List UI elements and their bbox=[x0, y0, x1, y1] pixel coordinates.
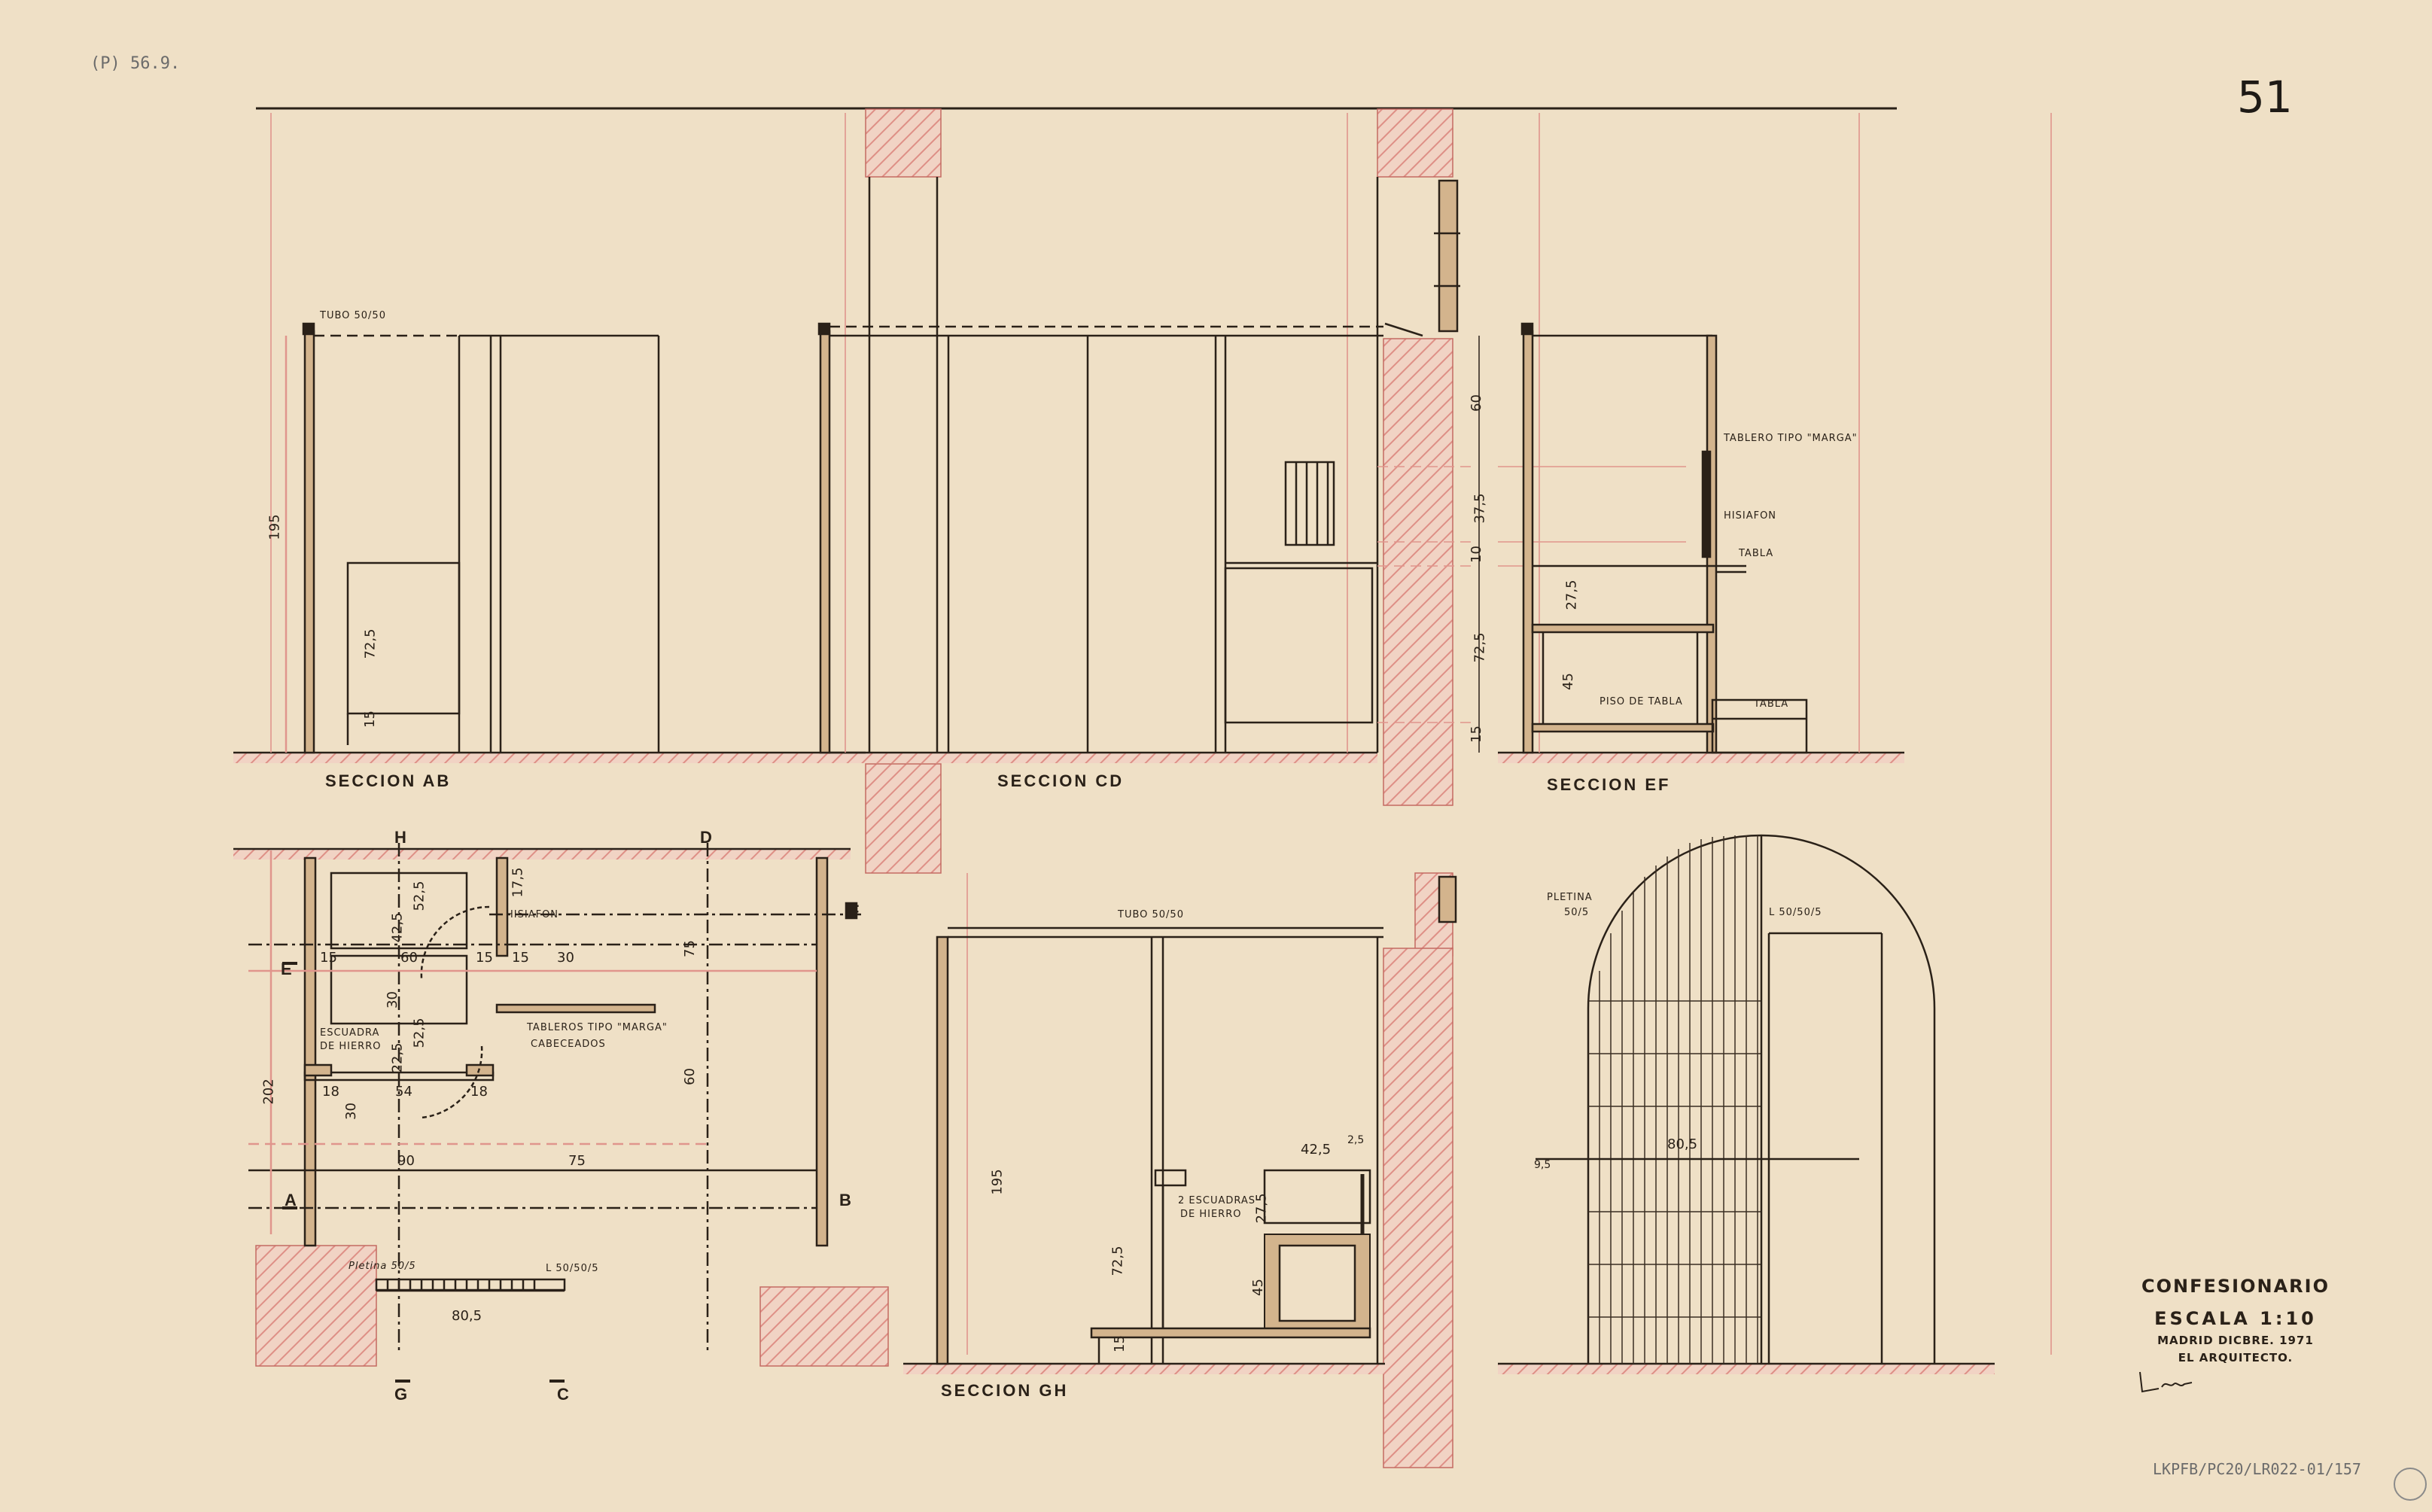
dim-plan-90: 90 bbox=[397, 1153, 415, 1169]
dim-gh-27-5: 27,5 bbox=[1253, 1193, 1270, 1224]
dim-cd-15: 15 bbox=[1468, 726, 1484, 743]
section-ef-drawing bbox=[1520, 322, 1808, 754]
mark-b: B bbox=[839, 1191, 854, 1209]
dim-gh-72-5: 72,5 bbox=[1109, 1246, 1126, 1276]
dim-plan-30a: 30 bbox=[557, 950, 574, 966]
archive-ref-bottom: LKPFB/PC20/LR022-01/157 bbox=[2153, 1460, 2361, 1478]
plan-bars bbox=[375, 1278, 566, 1291]
dim-elev-9-5: 9,5 bbox=[1534, 1159, 1551, 1171]
mark-a: A bbox=[285, 1191, 299, 1209]
note-tabla-ef: TABLA bbox=[1739, 548, 1774, 559]
dim-plan-60b: 60 bbox=[681, 1068, 698, 1085]
section-gh-title: SECCION GH bbox=[941, 1381, 1069, 1400]
dim-plan-52-5a: 52,5 bbox=[411, 881, 428, 911]
section-ab-title: SECCION AB bbox=[325, 771, 452, 790]
note-piso-de-tabla: PISO DE TABLA bbox=[1600, 696, 1683, 707]
dim-gh-195: 195 bbox=[989, 1169, 1006, 1195]
section-gh-drawing bbox=[936, 875, 1457, 1365]
dim-plan-30c: 30 bbox=[342, 1103, 359, 1120]
note-hisiafon-plan: HISIAFON bbox=[506, 909, 559, 920]
note-escuadra: ESCUADRA bbox=[320, 1027, 380, 1039]
dim-ef-27-5: 27,5 bbox=[1563, 580, 1580, 610]
dim-plan-54: 54 bbox=[395, 1084, 412, 1100]
mark-d: D bbox=[700, 828, 714, 847]
section-ef-title: SECCION EF bbox=[1547, 775, 1671, 794]
section-cd-title: SECCION CD bbox=[997, 771, 1125, 790]
dim-plan-18a: 18 bbox=[322, 1084, 339, 1100]
dim-plan-15a: 15 bbox=[320, 950, 337, 966]
note-pletina-elev: PLETINA bbox=[1547, 892, 1593, 903]
dim-plan-75a: 75 bbox=[681, 940, 698, 957]
note-escuadras-gh: 2 ESCUADRAS bbox=[1178, 1195, 1256, 1206]
dim-cd-60: 60 bbox=[1468, 394, 1484, 412]
architect-signature-icon bbox=[2139, 1371, 2193, 1393]
floor-lines bbox=[233, 753, 1995, 1374]
mark-c: C bbox=[557, 1385, 571, 1404]
dim-ab-72-5: 72,5 bbox=[362, 628, 379, 659]
dim-plan-17-5: 17,5 bbox=[510, 867, 526, 898]
mark-f: F bbox=[849, 902, 862, 920]
dim-gh-15: 15 bbox=[1111, 1335, 1128, 1352]
dim-plan-202: 202 bbox=[260, 1078, 277, 1105]
dim-cd-72-5: 72,5 bbox=[1472, 632, 1488, 663]
title-block-title: CONFESIONARIO bbox=[2141, 1276, 2330, 1297]
note-pletina-elev-size: 50/5 bbox=[1564, 907, 1590, 918]
dim-gh-45: 45 bbox=[1249, 1279, 1266, 1296]
plan-drawing bbox=[248, 843, 866, 1383]
mark-h: H bbox=[394, 828, 409, 847]
note-tableros-tipo-marga: TABLEROS TIPO "MARGA" bbox=[527, 1022, 668, 1033]
archive-stamp-icon bbox=[2394, 1468, 2427, 1501]
dim-gh-42-5: 42,5 bbox=[1301, 1142, 1332, 1158]
note-de-hierro-gh: DE HIERRO bbox=[1180, 1209, 1242, 1220]
dim-plan-52-5b: 52,5 bbox=[411, 1018, 428, 1048]
title-block-author: EL ARQUITECTO. bbox=[2178, 1351, 2294, 1364]
hatched-walls bbox=[255, 108, 1453, 1468]
dim-plan-42-5: 42,5 bbox=[389, 912, 406, 943]
dim-plan-18b: 18 bbox=[470, 1084, 488, 1100]
dim-plan-60: 60 bbox=[400, 950, 418, 966]
dim-plan-30b: 30 bbox=[384, 991, 400, 1009]
floor-edges bbox=[233, 751, 1995, 1365]
dim-ab-15: 15 bbox=[361, 710, 378, 728]
note-cabeceados: CABECEADOS bbox=[531, 1039, 606, 1050]
dim-cd-37-5: 37,5 bbox=[1472, 493, 1488, 524]
dim-ef-45: 45 bbox=[1560, 673, 1576, 690]
section-cd-drawing bbox=[817, 177, 1460, 754]
note-de-hierro: DE HIERRO bbox=[320, 1041, 382, 1052]
note-tablero-tipo-marga: TABLERO TIPO "MARGA" bbox=[1724, 433, 1858, 444]
archive-note-top: (P) 56.9. bbox=[90, 54, 181, 73]
dim-gh-2-5: 2,5 bbox=[1347, 1134, 1365, 1146]
note-hisiafon-ef: HISIAFON bbox=[1724, 510, 1777, 522]
title-block-scale: ESCALA 1:10 bbox=[2154, 1308, 2317, 1329]
mark-g: G bbox=[394, 1385, 410, 1404]
sheet-number: 51 bbox=[2237, 71, 2293, 123]
note-l-elev: L 50/50/5 bbox=[1769, 907, 1822, 918]
dim-plan-80-5: 80,5 bbox=[452, 1308, 482, 1324]
dim-plan-22-5: 22,5 bbox=[389, 1042, 406, 1073]
dim-plan-75b: 75 bbox=[568, 1153, 586, 1169]
note-l-plan: L 50/50/5 bbox=[546, 1263, 599, 1274]
mark-e: E bbox=[281, 960, 294, 978]
dim-plan-15b: 15 bbox=[476, 950, 493, 966]
red-guides bbox=[270, 113, 2052, 1355]
title-block-place-date: MADRID DICBRE. 1971 bbox=[2157, 1334, 2314, 1347]
dim-elev-80-5: 80,5 bbox=[1667, 1136, 1698, 1152]
arch-elevation bbox=[1536, 834, 1936, 1364]
section-ab-drawing bbox=[285, 322, 660, 754]
note-tabla-floor: TABLA bbox=[1754, 698, 1789, 710]
dim-cd-10: 10 bbox=[1468, 546, 1484, 563]
dim-ab-195: 195 bbox=[266, 514, 283, 540]
dim-plan-15c: 15 bbox=[512, 950, 529, 966]
note-tubo-cd: TUBO 50/50 bbox=[1118, 909, 1184, 920]
note-tubo-ab: TUBO 50/50 bbox=[320, 310, 386, 321]
note-pletina-plan: Pletina 50/5 bbox=[349, 1261, 416, 1272]
